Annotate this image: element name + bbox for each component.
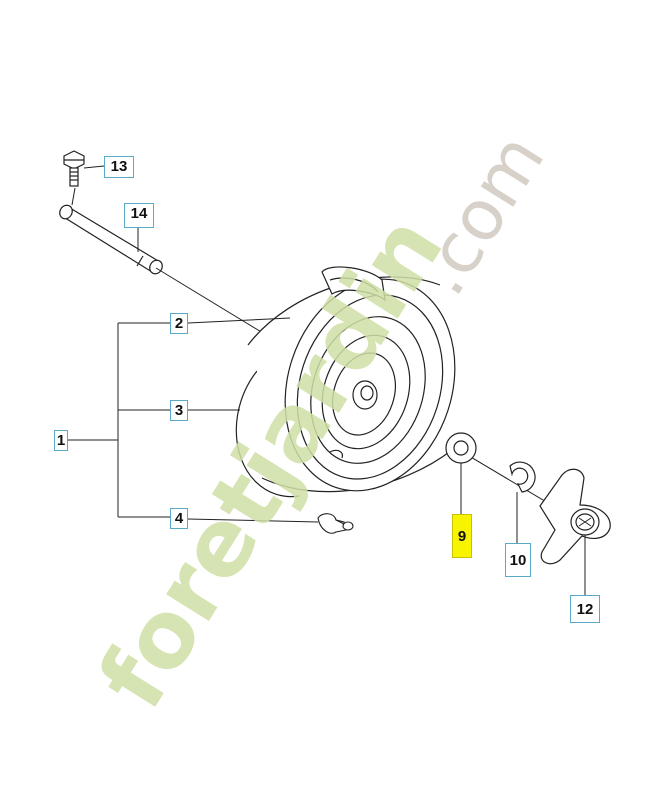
callout-12[interactable]: 12 bbox=[570, 595, 600, 623]
callout-13[interactable]: 13 bbox=[104, 156, 134, 178]
callout-14[interactable]: 14 bbox=[124, 203, 154, 228]
callout-2[interactable]: 2 bbox=[170, 313, 188, 334]
washer-part bbox=[445, 432, 477, 464]
axle-shaft-part bbox=[59, 204, 163, 275]
callout-10[interactable]: 10 bbox=[505, 543, 531, 577]
watermark-suffix: .com bbox=[400, 120, 561, 309]
valve-stem-part bbox=[317, 513, 354, 534]
callout-3[interactable]: 3 bbox=[170, 400, 188, 421]
bolt-part bbox=[63, 150, 85, 187]
callout-9[interactable]: 9 bbox=[452, 514, 472, 558]
wheel-part bbox=[235, 266, 470, 499]
callout-1[interactable]: 1 bbox=[54, 430, 68, 451]
callout-4[interactable]: 4 bbox=[170, 508, 188, 529]
hub-cap-part bbox=[539, 468, 611, 565]
callout-leaders bbox=[66, 165, 586, 595]
retaining-clip-part bbox=[509, 461, 536, 493]
